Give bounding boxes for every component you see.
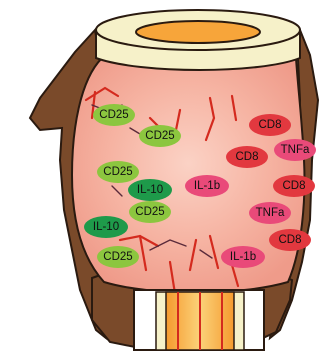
marker-tnfa: TNFa — [274, 139, 316, 161]
marker-label: CD25 — [145, 130, 174, 142]
marker-label: IL-10 — [137, 184, 163, 196]
marker-label: CD8 — [282, 180, 305, 192]
marker-label: CD25 — [135, 206, 164, 218]
marker-tnfa: TNFa — [249, 202, 291, 224]
marker-cd25: CD25 — [97, 161, 139, 183]
marker-cd8: CD8 — [269, 229, 311, 251]
marker-cd8: CD8 — [249, 114, 291, 136]
marker-label: CD25 — [103, 166, 132, 178]
marker-cd25: CD25 — [93, 104, 135, 126]
marker-il-1b: IL-1b — [185, 175, 229, 197]
lumen-segment — [134, 290, 264, 350]
marker-label: CD25 — [103, 251, 132, 263]
marker-label: CD8 — [235, 151, 258, 163]
marker-cd8: CD8 — [273, 175, 315, 197]
marker-cd25: CD25 — [139, 125, 181, 147]
marker-label: TNFa — [281, 144, 310, 156]
marker-label: CD8 — [258, 119, 281, 131]
marker-il-10: IL-10 — [128, 179, 172, 201]
marker-label: CD25 — [99, 109, 128, 121]
marker-label: IL-10 — [93, 221, 119, 233]
marker-cd25: CD25 — [129, 201, 171, 223]
cuff — [96, 10, 300, 70]
marker-il-10: IL-10 — [84, 216, 128, 238]
marker-il-1b: IL-1b — [221, 246, 265, 268]
marker-label: IL-1b — [230, 251, 256, 263]
marker-cd25: CD25 — [97, 246, 139, 268]
marker-cd8: CD8 — [226, 146, 268, 168]
marker-label: CD8 — [278, 234, 301, 246]
marker-label: TNFa — [256, 207, 285, 219]
marker-label: IL-1b — [194, 180, 220, 192]
